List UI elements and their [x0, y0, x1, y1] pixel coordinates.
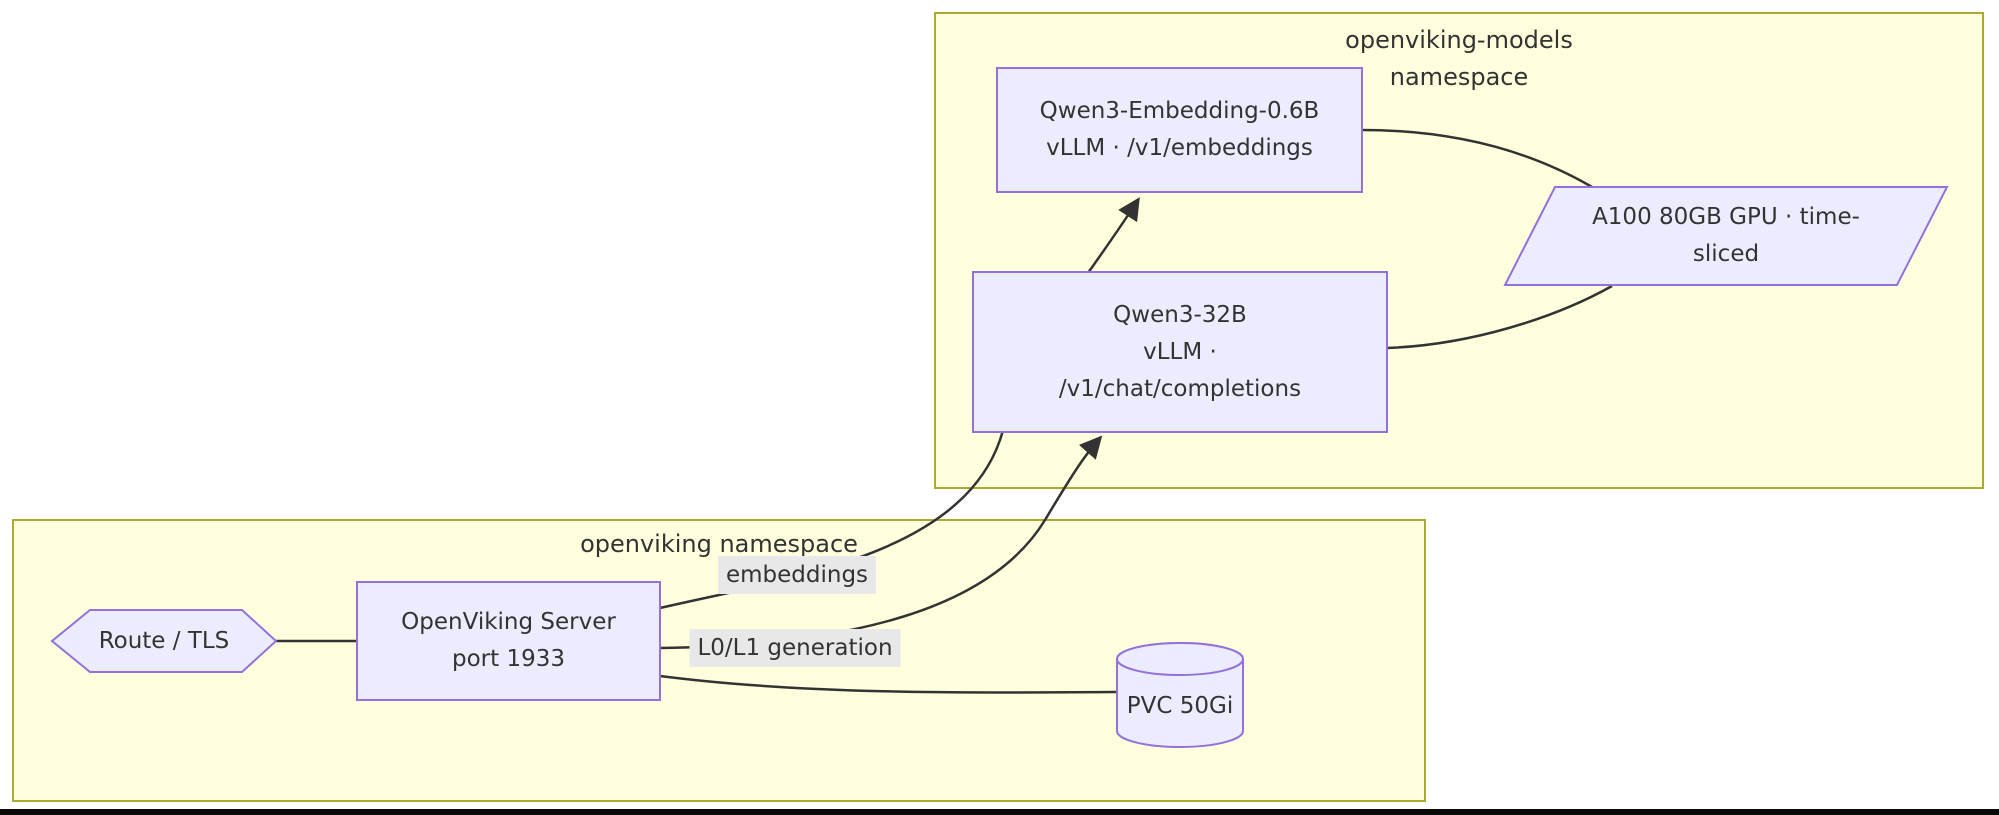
- edge-m2-gpu: [1386, 284, 1613, 350]
- edge-label-embeddings: embeddings: [717, 556, 877, 594]
- node-route-label: Route / TLS: [98, 627, 230, 654]
- node-route-hexagon-shape: [50, 609, 278, 673]
- node-server-label: OpenViking Server port 1933: [401, 609, 616, 672]
- bottom-window-edge: [0, 809, 1999, 815]
- node-qwen3-embedding-shape: [996, 67, 1363, 193]
- node-server-shape: [356, 581, 661, 701]
- cluster-openviking-label: openviking namespace: [580, 530, 858, 558]
- node-qwen3-32b-label: Qwen3-32B vLLM · /v1/chat/completions: [1058, 301, 1302, 402]
- node-qwen3-32b-shape: [972, 271, 1388, 433]
- edge-m1-gpu: [1361, 128, 1593, 189]
- node-gpu-parallelogram-shape: [1503, 186, 1949, 286]
- node-gpu-label: A100 80GB GPU · time- sliced: [1592, 204, 1860, 267]
- edge-label-l0-l1-generation: L0/L1 generation: [689, 629, 901, 667]
- cluster-openviking-models-label: openviking-models namespace: [1345, 26, 1573, 91]
- edge-server-pvc: [659, 674, 1118, 694]
- node-pvc-label: PVC 50Gi: [1126, 692, 1234, 719]
- node-qwen3-embedding-label: Qwen3-Embedding-0.6B vLLM · /v1/embeddin…: [1039, 98, 1320, 161]
- node-pvc-cylinder-shape: [1116, 642, 1244, 748]
